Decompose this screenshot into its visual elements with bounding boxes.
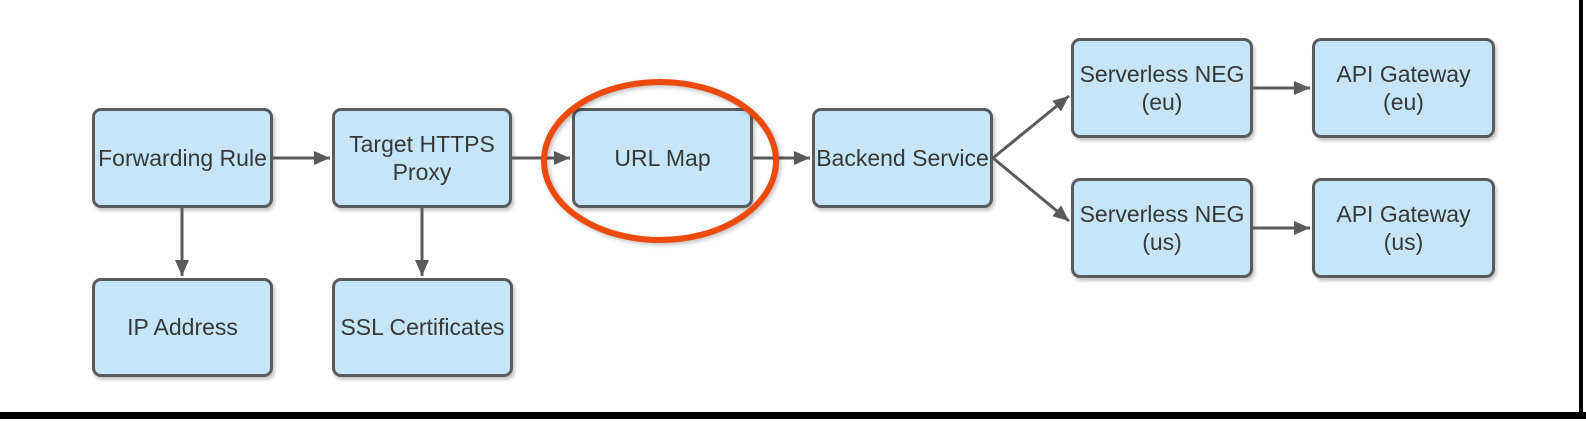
edge-backend-service-to-serverless-neg-us — [992, 156, 1070, 223]
node-ssl-certificates-label: SSL Certificates — [340, 314, 505, 341]
node-serverless-neg-us-label: Serverless NEG (us) — [1079, 200, 1245, 255]
frame-line-bottom — [0, 412, 1586, 419]
node-serverless-neg-us: Serverless NEG (us) — [1071, 178, 1253, 278]
node-ip-address: IP Address — [92, 278, 273, 377]
node-api-gateway-eu-label: API Gateway (eu) — [1336, 60, 1471, 115]
node-ip-address-label: IP Address — [127, 314, 238, 341]
node-target-https-proxy-label: Target HTTPS Proxy — [349, 130, 495, 185]
node-serverless-neg-eu-label: Serverless NEG (eu) — [1079, 60, 1245, 115]
node-url-map: URL Map — [572, 108, 753, 208]
node-backend-service: Backend Service — [812, 108, 993, 208]
node-api-gateway-eu: API Gateway (eu) — [1312, 38, 1495, 138]
node-serverless-neg-eu: Serverless NEG (eu) — [1071, 38, 1253, 138]
frame-line-right — [1579, 0, 1583, 419]
node-api-gateway-us-label: API Gateway (us) — [1336, 200, 1471, 255]
node-ssl-certificates: SSL Certificates — [332, 278, 513, 377]
node-target-https-proxy: Target HTTPS Proxy — [332, 108, 512, 208]
node-api-gateway-us: API Gateway (us) — [1312, 178, 1495, 278]
node-backend-service-label: Backend Service — [816, 144, 989, 171]
node-forwarding-rule: Forwarding Rule — [92, 108, 273, 208]
node-forwarding-rule-label: Forwarding Rule — [98, 144, 267, 171]
node-url-map-label: URL Map — [614, 144, 711, 171]
edge-backend-service-to-serverless-neg-eu — [992, 94, 1070, 160]
